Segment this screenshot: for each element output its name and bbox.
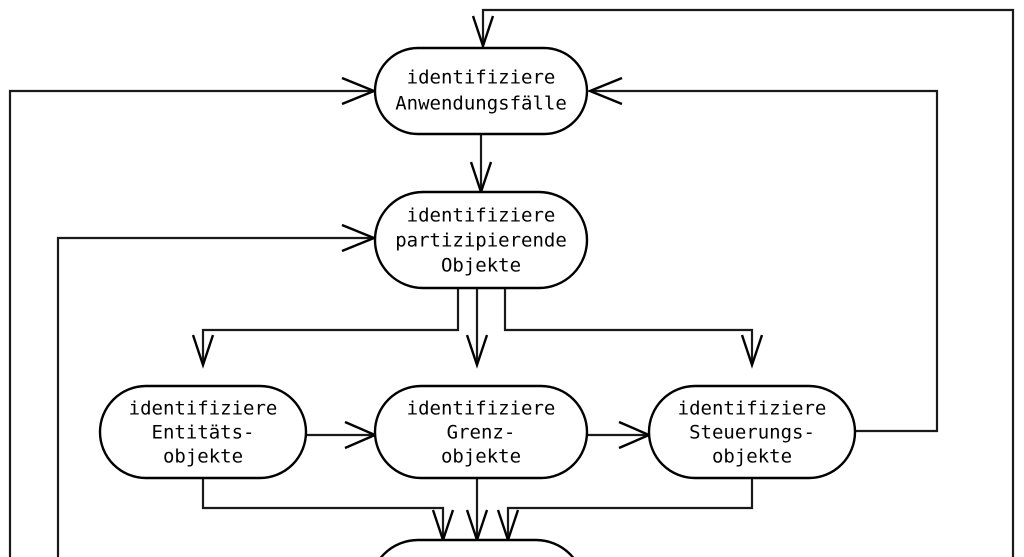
node-steuerungsobjekte-line1: identifiziere [678,398,827,420]
node-entitaetsobjekte-line3: objekte [163,446,243,468]
node-entitaetsobjekte-shape[interactable] [98,384,308,480]
node-grenzobjekte-shape[interactable] [373,384,589,480]
edge-left-inner-return-to-partizipierende [56,236,372,557]
node-anwendungsfaelle-shape[interactable] [373,46,589,136]
arrowhead-into-steuerungsobjekte-top [740,334,764,369]
node-steuerungsobjekte-shape[interactable] [647,384,857,480]
arrowhead-right-into-anwendungsfaelle [586,76,623,106]
arrowhead-into-entitaetsobjekte-top [191,334,215,369]
node-grenzobjekte-line3: objekte [441,446,521,468]
arrowhead-top-into-anwendungsfaelle [471,15,495,50]
node-anwendungsfaelle-line1: identifiziere [407,67,556,89]
node-grenzobjekte-line2: Grenz- [447,422,516,444]
node-entitaetsobjekte[interactable]: identifiziere Entitäts- objekte [98,384,308,480]
node-grenzobjekte[interactable]: identifiziere Grenz- objekte [373,384,589,480]
node-bottom-partial[interactable] [370,538,584,557]
node-steuerungsobjekte-line2: Steuerungs- [689,422,815,444]
edge-far-right-loop-to-anwendungsfaelle [481,8,1015,557]
node-partizipierende-objekte[interactable]: identifiziere partizipierende Objekte [373,190,589,290]
edge-entitaets-to-bottom [201,477,445,538]
arrowhead-into-grenzobjekte-top [465,334,489,369]
node-layer: identifiziere Anwendungsfälle identifizi… [98,46,857,557]
node-entitaetsobjekte-line1: identifiziere [129,398,278,420]
edge-left-outer-return-to-anwendungsfaelle [8,89,372,557]
edge-layer [8,8,1015,557]
node-bottom-partial-shape[interactable] [370,538,584,557]
edge-partizipierende-stub-right [503,288,754,363]
node-partizipierende-objekte-line2: partizipierende [395,230,567,252]
node-anwendungsfaelle[interactable]: identifiziere Anwendungsfälle [373,46,589,136]
node-steuerungsobjekte-line3: objekte [712,446,792,468]
node-grenzobjekte-line1: identifiziere [407,398,556,420]
node-partizipierende-objekte-shape[interactable] [373,190,589,290]
edge-partizipierende-stub-left [201,288,460,363]
node-anwendungsfaelle-line2: Anwendungsfälle [395,93,567,115]
node-partizipierende-objekte-line3: Objekte [441,255,521,277]
edge-steuerungs-to-bottom [506,477,754,538]
node-steuerungsobjekte[interactable]: identifiziere Steuerungs- objekte [647,384,857,480]
edge-steuerungs-to-anwendungsfaelle [592,89,939,433]
node-entitaetsobjekte-line2: Entitäts- [152,422,255,444]
node-partizipierende-objekte-line1: identifiziere [407,205,556,227]
